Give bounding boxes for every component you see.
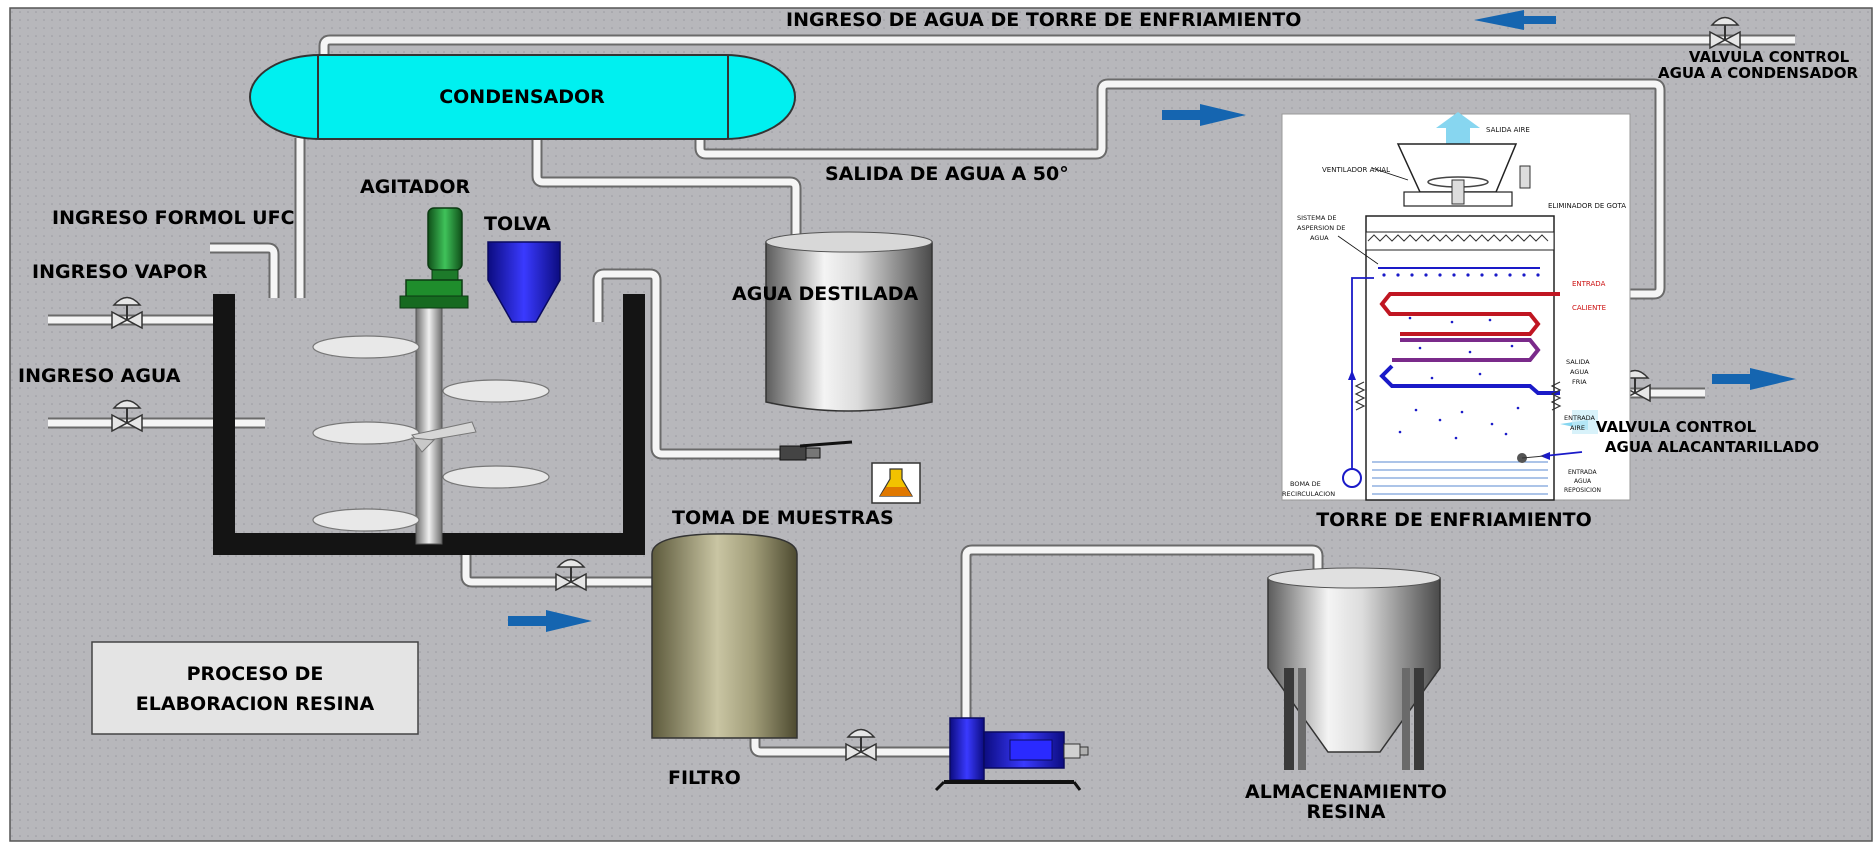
- hot-inlet-label-2: CALIENTE: [1572, 304, 1606, 312]
- fan-label: VENTILADOR AXIAL: [1322, 166, 1390, 174]
- makeup-label-2: AGUA: [1574, 478, 1592, 485]
- cooling-water-inlet-label: INGRESO DE AGUA DE TORRE DE ENFRIAMIENTO: [786, 9, 1301, 31]
- spray-system-label-2: ASPERSION DE: [1297, 224, 1345, 232]
- steam-valve[interactable]: [111, 296, 143, 330]
- air-inlet-label-2: AIRE: [1570, 424, 1585, 432]
- water-inlet-valve[interactable]: [111, 399, 143, 433]
- pump: [934, 717, 1089, 792]
- filter-tank: [651, 533, 798, 739]
- reactor-outlet-valve[interactable]: [555, 558, 587, 592]
- flask-icon[interactable]: [871, 462, 921, 504]
- water-outlet-label: SALIDA DE AGUA A 50°: [825, 163, 1069, 185]
- distilled-water-tank: [765, 231, 933, 412]
- water-inlet-label: INGRESO AGUA: [18, 365, 181, 387]
- steam-inlet-label: INGRESO VAPOR: [32, 261, 208, 283]
- process-title-box: PROCESO DE ELABORACION RESINA: [91, 641, 419, 735]
- cooling-tower: SALIDA AIRE VENTILADOR AXIAL ELIMINADOR …: [1281, 112, 1631, 501]
- sampling-valve[interactable]: [779, 440, 853, 461]
- storage-label-2: RESINA: [1307, 801, 1386, 823]
- sampling-label: TOMA DE MUESTRAS: [672, 507, 894, 529]
- sewer-valve-label-2: AGUA ALACANTARILLADO: [1605, 438, 1819, 456]
- spray-system-label-3: AGUA: [1310, 234, 1329, 242]
- formol-inlet-label: INGRESO FORMOL UFC: [52, 207, 295, 229]
- process-title-line2: ELABORACION RESINA: [136, 693, 375, 715]
- storage-tank: [1267, 567, 1441, 770]
- flow-arrow-warm-outlet: [1162, 104, 1246, 126]
- filter-label: FILTRO: [668, 767, 741, 789]
- cold-outlet-label-1: SALIDA: [1566, 358, 1590, 366]
- storage-label-1: ALMACENAMIENTO: [1245, 781, 1447, 803]
- condenser-water-valve[interactable]: [1709, 16, 1741, 50]
- reactor: [213, 294, 645, 555]
- makeup-label-1: ENTRADA: [1568, 469, 1597, 476]
- recirc-pump-label-1: BOMA DE: [1290, 480, 1321, 488]
- piping: [48, 34, 1795, 758]
- recirc-pump-label-2: RECIRCULACION: [1282, 490, 1335, 498]
- distilled-water-label: AGUA DESTILADA: [732, 283, 919, 305]
- diagram-labels: INGRESO DE AGUA DE TORRE DE ENFRIAMIENTO…: [18, 9, 1858, 823]
- sewer-valve-label-1: VALVULA CONTROL: [1596, 418, 1757, 436]
- process-title-line1: PROCESO DE: [187, 663, 324, 685]
- spray-system-label-1: SISTEMA DE: [1297, 214, 1336, 222]
- filter-outlet-valve[interactable]: [845, 728, 877, 762]
- agitator-label: AGITADOR: [360, 176, 470, 198]
- condenser-valve-label-1: VALVULA CONTROL: [1689, 48, 1850, 66]
- air-outlet-arrow: [1436, 112, 1480, 144]
- arrow-icon: [508, 10, 1796, 632]
- flow-arrow-reactor-outlet: [508, 610, 592, 632]
- cooling-tower-label: TORRE DE ENFRIAMIENTO: [1316, 509, 1592, 531]
- flow-arrow-cooling-inlet: [1474, 10, 1556, 30]
- agitator-motor: [399, 207, 469, 309]
- cold-outlet-label-3: FRIA: [1572, 378, 1587, 386]
- hopper-label: TOLVA: [484, 213, 551, 235]
- hopper: [487, 241, 561, 323]
- cold-outlet-label-2: AGUA: [1570, 368, 1589, 376]
- makeup-label-3: REPOSICION: [1564, 487, 1601, 494]
- flow-arrow-sewer: [1712, 368, 1796, 390]
- air-inlet-label-1: ENTRADA: [1564, 414, 1596, 422]
- hot-inlet-label-1: ENTRADA: [1572, 280, 1606, 288]
- drift-eliminator-label: ELIMINADOR DE GOTA: [1548, 202, 1626, 210]
- condenser-label: CONDENSADOR: [439, 86, 605, 108]
- condenser: CONDENSADOR: [249, 54, 796, 140]
- condenser-valve-label-2: AGUA A CONDENSADOR: [1658, 64, 1858, 82]
- air-outlet-label: SALIDA AIRE: [1486, 126, 1530, 134]
